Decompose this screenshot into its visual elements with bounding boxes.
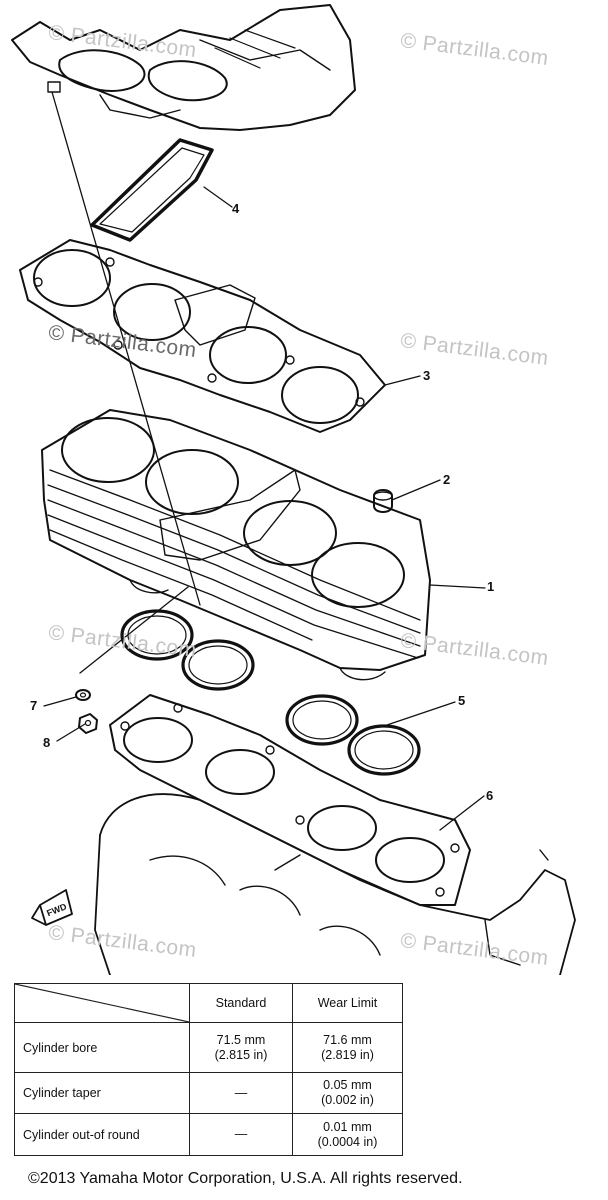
- part-6-base-gasket: [109, 694, 471, 906]
- callout-7: 7: [30, 698, 38, 713]
- leader-lines: [43, 186, 486, 831]
- bore-standard-value: 71.5 mm (2.815 in): [189, 1022, 293, 1073]
- callout-3: 3: [423, 368, 431, 383]
- bore-wear-limit-value: 71.6 mm (2.819 in): [292, 1022, 403, 1073]
- table-row: Cylinder bore 71.5 mm (2.815 in) 71.6 mm…: [14, 1022, 403, 1073]
- part-7-washer: [75, 689, 91, 701]
- row-label-cylinder-taper: Cylinder taper: [14, 1072, 190, 1114]
- out-of-round-wear-limit-value: 0.01 mm (0.0004 in): [292, 1113, 403, 1156]
- table-corner-cell: [14, 983, 190, 1023]
- copyright-notice: ©2013 Yamaha Motor Corporation, U.S.A. A…: [28, 1170, 463, 1187]
- taper-standard-value: —: [189, 1072, 293, 1114]
- part-8-nut: [78, 713, 98, 734]
- callout-2: 2: [443, 472, 451, 487]
- stud-line: [51, 91, 201, 606]
- out-of-round-standard-value: —: [189, 1113, 293, 1156]
- header-wear-limit: Wear Limit: [292, 983, 403, 1023]
- callout-4: 4: [232, 201, 240, 216]
- exploded-parts-diagram: FWD: [11, 4, 576, 975]
- front-direction-arrow: FWD: [31, 889, 73, 926]
- part-4-gasket: [90, 138, 214, 242]
- header-standard: Standard: [189, 983, 293, 1023]
- row-label-cylinder-out-of-round: Cylinder out-of round: [14, 1113, 190, 1156]
- part-2-dowel: [373, 489, 393, 513]
- taper-wear-limit-value: 0.05 mm (0.002 in): [292, 1072, 403, 1114]
- front-marker-label: FWD: [45, 901, 68, 918]
- cylinder-head-fragment: [11, 4, 356, 131]
- callout-1: 1: [487, 579, 495, 594]
- callout-6: 6: [486, 788, 494, 803]
- part-5-o-rings: [120, 609, 421, 776]
- table-row: Cylinder taper — 0.05 mm (0.002 in): [14, 1072, 403, 1114]
- callout-5: 5: [458, 693, 466, 708]
- table-row: Cylinder out-of round — 0.01 mm (0.0004 …: [14, 1113, 403, 1156]
- crankcase-fragment: [94, 793, 576, 975]
- callout-8: 8: [43, 735, 51, 750]
- part-3-head-gasket: [19, 239, 386, 433]
- cylinder-spec-table: Standard Wear Limit Cylinder bore 71.5 m…: [14, 983, 403, 1156]
- row-label-cylinder-bore: Cylinder bore: [14, 1022, 190, 1073]
- part-1-cylinder-block: [41, 409, 431, 681]
